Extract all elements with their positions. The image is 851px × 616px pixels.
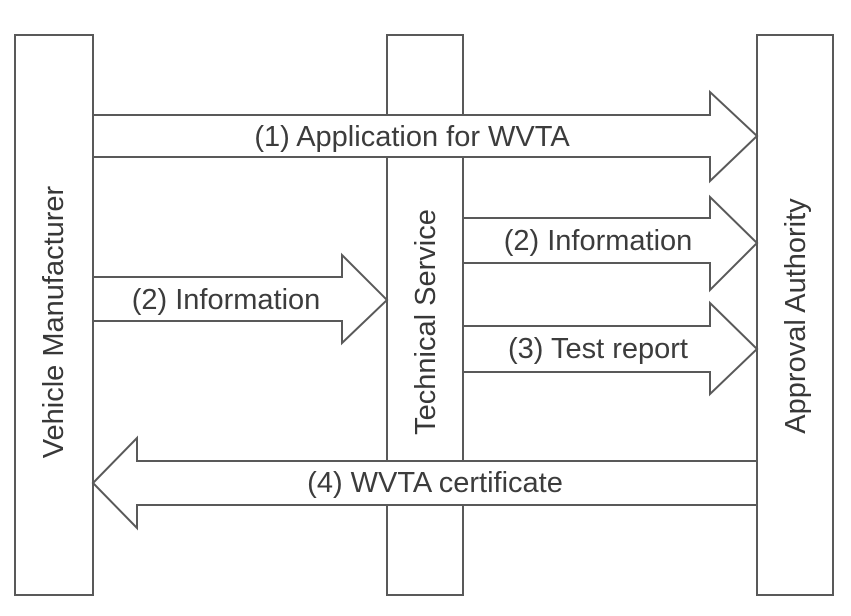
arrow-information-ts-to-aa (462, 194, 759, 293)
arrow-information-vm-to-ts (92, 252, 389, 346)
actor-bar-vehicle-manufacturer (14, 34, 94, 596)
arrow-label-test-report: (3) Test report (508, 333, 688, 365)
arrow-application-for-wvta (92, 89, 759, 184)
arrow-label-application-for-wvta: (1) Application for WVTA (254, 121, 570, 153)
actor-label-technical-service: Technical Service (410, 209, 442, 435)
actor-label-approval-authority: Approval Authority (780, 198, 812, 434)
arrow-label-information-ts-to-aa: (2) Information (504, 225, 693, 257)
actor-label-vehicle-manufacturer: Vehicle Manufacturer (38, 185, 70, 458)
arrow-wvta-certificate (91, 435, 758, 531)
arrow-label-wvta-certificate: (4) WVTA certificate (307, 467, 563, 499)
arrow-test-report (462, 300, 759, 397)
actor-bar-approval-authority (756, 34, 834, 596)
arrow-label-information-vm-to-ts: (2) Information (132, 284, 321, 316)
